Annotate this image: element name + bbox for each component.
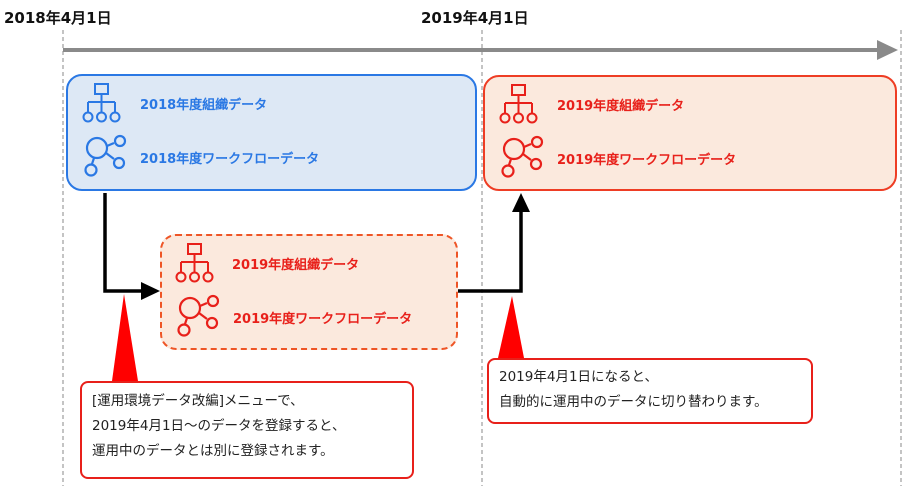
register-note-callout: [運用環境データ改編]メニューで、 2019年4月1日～のデータを登録すると、 … — [80, 381, 414, 479]
next-2019-data-box: 2019年度組織データ 2019年度ワークフローデータ — [483, 75, 897, 191]
switch-arrow-head — [512, 193, 530, 212]
callout-line: [運用環境データ改編]メニューで、 — [92, 393, 304, 409]
switch-note-callout: 2019年4月1日になると、 自動的に運用中のデータに切り替わります。 — [487, 358, 813, 424]
workflow-data-label: 2019年度ワークフローデータ — [557, 152, 737, 168]
org-chart-icon — [82, 83, 121, 123]
callout-left-pointer — [112, 294, 138, 381]
current-2018-data-box: 2018年度組織データ 2018年度ワークフローデータ — [66, 74, 477, 191]
draft-2019-data-box: 2019年度組織データ 2019年度ワークフローデータ — [160, 234, 458, 350]
switch-arrow-path — [458, 210, 523, 293]
workflow-icon — [84, 134, 127, 177]
register-arrow-path — [103, 193, 144, 293]
timeline-start-label: 2018年4月1日 — [4, 9, 112, 27]
timeline-arrow-head — [877, 40, 898, 60]
org-chart-icon — [175, 243, 214, 283]
org-data-label: 2018年度組織データ — [140, 97, 268, 113]
callout-line: 自動的に運用中のデータに切り替わります。 — [499, 394, 768, 410]
workflow-data-label: 2018年度ワークフローデータ — [140, 151, 320, 167]
callout-line: 運用中のデータとは別に登録されます。 — [92, 443, 334, 459]
workflow-icon — [501, 135, 544, 178]
org-data-label: 2019年度組織データ — [557, 98, 685, 114]
workflow-data-label: 2019年度ワークフローデータ — [233, 311, 413, 327]
register-arrow-head — [141, 282, 160, 300]
org-chart-icon — [499, 84, 538, 124]
callout-line: 2019年4月1日～のデータを登録すると、 — [92, 418, 346, 434]
workflow-icon — [177, 294, 220, 337]
org-data-label: 2019年度組織データ — [232, 257, 360, 273]
callout-right-pointer — [498, 296, 524, 358]
timeline-mid-label: 2019年4月1日 — [421, 9, 529, 27]
callout-line: 2019年4月1日になると、 — [499, 369, 658, 385]
